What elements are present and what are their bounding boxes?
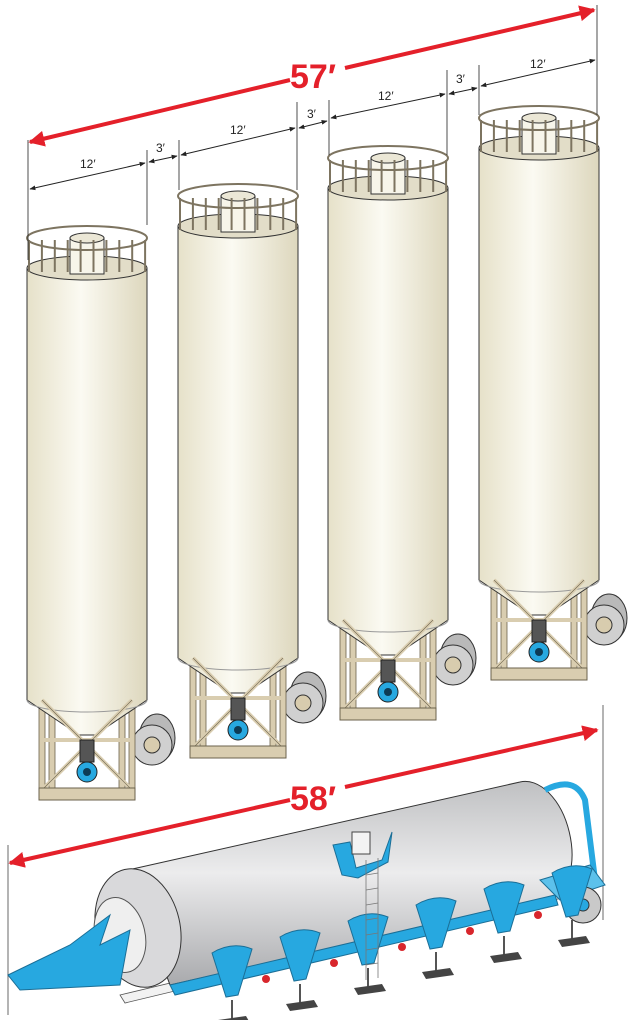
overall-length-silos: 57′ — [290, 58, 336, 96]
overall-dimension-arrow-right — [344, 5, 596, 70]
silo-4 — [478, 105, 628, 681]
silo-body — [478, 147, 600, 616]
hopper-foot-pad — [286, 1000, 318, 1011]
silo-1 — [26, 225, 176, 801]
silo-2 — [177, 183, 327, 759]
hopper-4 — [415, 897, 474, 979]
auger-spring — [230, 697, 246, 721]
discharge-pipe — [543, 781, 598, 881]
silo-body — [327, 187, 449, 656]
frame-base — [38, 787, 136, 801]
silos-group — [26, 105, 628, 801]
hopper-foot-pad — [422, 968, 454, 979]
silo-guardrail — [26, 225, 148, 272]
silo-guardrail — [177, 183, 299, 230]
hopper-cone — [415, 897, 457, 950]
dim-gap-1: 3′ — [156, 141, 166, 155]
hopper-6 — [551, 865, 593, 947]
top-hatch — [351, 831, 371, 855]
silo-dimensions: 12′ 3′ 12′ 3′ 12′ 3′ 12′ 57′ — [27, 5, 598, 260]
hopper-cone — [279, 929, 321, 982]
frame-base — [490, 667, 588, 681]
hopper-5 — [483, 881, 542, 963]
hopper-valve — [330, 959, 338, 967]
dim-silo-2-width: 12′ — [230, 123, 246, 137]
hopper-cone — [551, 865, 593, 918]
auger-spring — [79, 739, 95, 763]
silo-vent — [370, 157, 406, 195]
dim-silo-3-width: 12′ — [378, 89, 394, 103]
hopper-valve — [466, 927, 474, 935]
trailer-dimension-arrow-right — [344, 725, 599, 789]
silo-body — [177, 225, 299, 694]
overall-length-trailer: 58′ — [290, 780, 336, 818]
silo-guardrail — [327, 145, 449, 192]
dim-gap-2: 3′ — [307, 107, 317, 121]
silo-guardrail — [478, 105, 600, 152]
auger-spring — [380, 659, 396, 683]
frame-base — [189, 745, 287, 759]
hopper-valve — [262, 975, 270, 983]
auger-spring — [531, 619, 547, 643]
trailer-hoppers — [211, 865, 593, 1020]
hopper-foot-pad — [490, 952, 522, 963]
mobile-silo-trailer: 58′ — [7, 705, 606, 1020]
hopper-cone — [483, 881, 525, 934]
hopper-valve — [534, 911, 542, 919]
dim-silo-1-width: 12′ — [80, 157, 96, 171]
dim-silo-4-width: 12′ — [530, 57, 546, 71]
ladder — [365, 858, 379, 980]
dim-gap-3: 3′ — [456, 72, 466, 86]
hopper-valve — [398, 943, 406, 951]
hopper-foot-pad — [558, 936, 590, 947]
hopper-cone — [211, 945, 253, 998]
hopper-2 — [279, 929, 338, 1011]
hopper-1 — [211, 945, 270, 1020]
hopper-foot-pad — [354, 984, 386, 995]
silo-body — [26, 267, 148, 736]
silo-vent — [220, 195, 256, 233]
silo-vent — [69, 237, 105, 275]
hopper-foot-pad — [218, 1016, 249, 1020]
overall-dimension-arrow-left — [28, 78, 291, 147]
trailer-hitch — [7, 913, 131, 991]
silo-3 — [327, 145, 477, 721]
trailer-dimension-arrow-left — [8, 798, 291, 868]
frame-base — [339, 707, 437, 721]
